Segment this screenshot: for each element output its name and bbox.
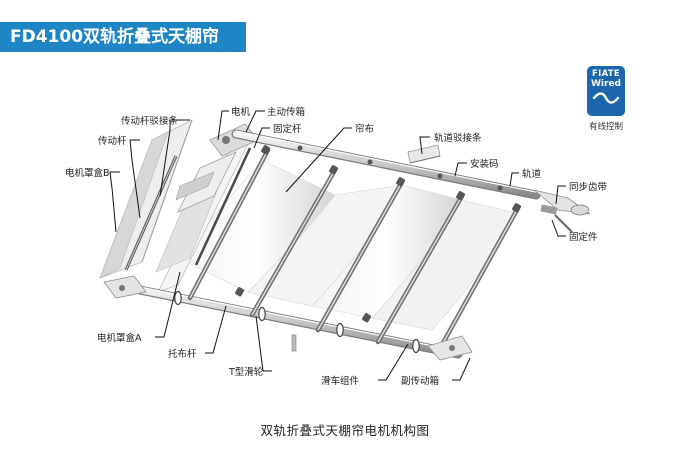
label-fixture: 固定件 [569,231,598,243]
logo-caption: 有线控制 [588,122,623,132]
label-sub-gearbox: 副传动箱 [401,375,439,387]
label-curtain: 帘布 [355,123,374,135]
label-motor-cover-a: 电机罩盒A [97,332,142,344]
drive-rods-left [124,147,252,271]
top-track [231,129,541,200]
label-sync-belt: 同步齿带 [569,182,608,193]
right-end-fixture [533,189,591,233]
label-track: 轨道 [522,168,542,180]
label-trolley-assembly: 滑车组件 [321,375,360,387]
rod-end-caps [235,145,522,323]
label-main-gearbox: 主动传箱 [267,106,305,118]
label-drive-rod: 传动杆 [98,135,127,147]
cross-rods [187,147,521,355]
fiate-wired-logo: FIATE Wired [587,66,625,116]
sub-gearbox-part [427,335,473,361]
label-t-pulley: T型滑轮 [228,366,264,378]
label-fixed-rod: 固定杆 [273,123,302,135]
motor-cover-box-b [99,119,193,279]
t-pulleys [174,290,420,354]
label-mounting-code: 安装码 [470,158,499,170]
leader-lines [109,110,566,381]
curtain-fabric [177,159,517,331]
left-end-fixture [103,275,147,299]
header-title: FD4100双轨折叠式天棚帘 [0,22,246,52]
motor-housing [175,123,259,213]
label-rod-connector: 传动杆驳接条 [121,115,179,127]
label-track-connector: 轨道驳接条 [434,132,482,144]
label-motor-cover-b: 电机罩盒B [65,167,110,179]
label-cloth-rod: 托布杆 [168,348,197,360]
logo-line2: Wired [591,79,621,89]
track-connector-part [407,144,441,164]
wave-icon [592,92,620,104]
trolley-part [291,334,297,352]
figure-caption: 双轨折叠式天棚帘电机机构图 [260,423,430,438]
top-sliders [297,145,503,191]
logo-line1: FIATE [592,69,620,79]
label-motor: 电机 [231,106,251,118]
